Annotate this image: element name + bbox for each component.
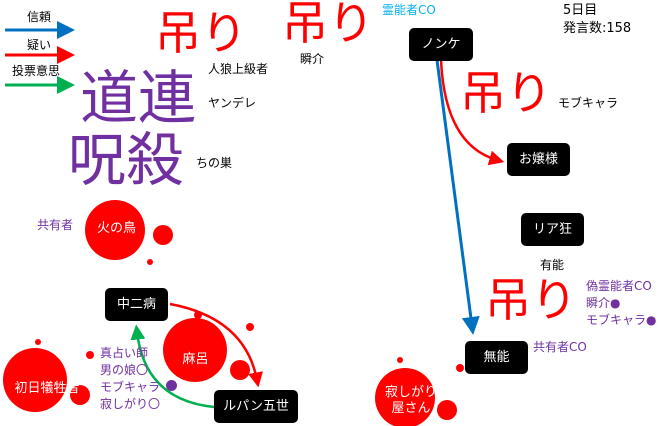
player-yuunou-label: 有能 (540, 258, 565, 272)
jusatsu-stamp: 呪殺 (68, 126, 185, 194)
player-sabishigari[interactable]: 寂しがり 屋さん (384, 385, 437, 416)
note-line: 偽霊能者CO (586, 279, 652, 293)
player-mob-label: モブキャラ (558, 96, 619, 110)
player-hinotori[interactable]: 火の鳥 (96, 220, 136, 236)
legend-trust-label: 信頼 (27, 10, 52, 24)
kyouyuu-note: 共有者 (37, 218, 74, 232)
doubt-arrow-chuni-lupin (169, 302, 263, 388)
hang-stamp: 吊り (282, 0, 374, 50)
player-maro[interactable]: 麻呂 (182, 351, 209, 367)
note-line: 男の娘〇 (100, 363, 149, 377)
player-shunsuke-label: 瞬介 (300, 52, 325, 66)
michizure-stamp: 道連 (80, 64, 197, 132)
note-line: 寂しがり〇 (100, 397, 161, 411)
hang-stamp: 吊り (460, 66, 552, 120)
vote-dot (166, 380, 177, 391)
note-line: 真占い師 (100, 346, 149, 360)
player-riakyo[interactable]: リア狂 (521, 213, 584, 246)
player-chuni[interactable]: 中二病 (105, 288, 168, 321)
legend-doubt-label: 疑い (27, 38, 52, 52)
player-chino-label: ちの巣 (196, 156, 233, 170)
note-line: モブキャラ (100, 380, 161, 394)
player-lupin[interactable]: ルパン五世 (214, 390, 298, 423)
vote-arrow-lupin-chuni (130, 324, 215, 409)
note-line: モブキャラ● (586, 313, 657, 327)
player-nonke[interactable]: ノンケ (409, 28, 473, 61)
yuunou-notes: 偽霊能者CO 瞬介● モブキャラ● (586, 278, 656, 329)
hang-stamp: 吊り (485, 273, 577, 327)
doubt-arrow-nonke-ojousama (439, 59, 505, 166)
medium-co-note: 霊能者CO (382, 3, 436, 17)
player-shonichi[interactable]: 初日犠牲者 (14, 380, 80, 396)
post-count: 発言数:158 (563, 21, 632, 36)
kyouyuu-co-note: 共有者CO (533, 340, 587, 354)
trust-arrow-nonke-munou (435, 59, 480, 335)
player-ojousama[interactable]: お嬢様 (507, 143, 570, 176)
player-munou[interactable]: 無能 (465, 341, 528, 374)
blood-splatters (3, 200, 464, 426)
player-jinro-label: 人狼上級者 (208, 62, 269, 76)
player-yan-label: ヤンデレ (208, 96, 257, 110)
maro-notes: 真占い師 男の娘〇 モブキャラ 寂しがり〇 (100, 345, 160, 413)
legend-vote-label: 投票意思 (12, 64, 61, 78)
hang-stamp: 吊り (155, 6, 247, 60)
note-line: 瞬介● (586, 296, 621, 310)
day-label: 5日目 (563, 3, 598, 18)
